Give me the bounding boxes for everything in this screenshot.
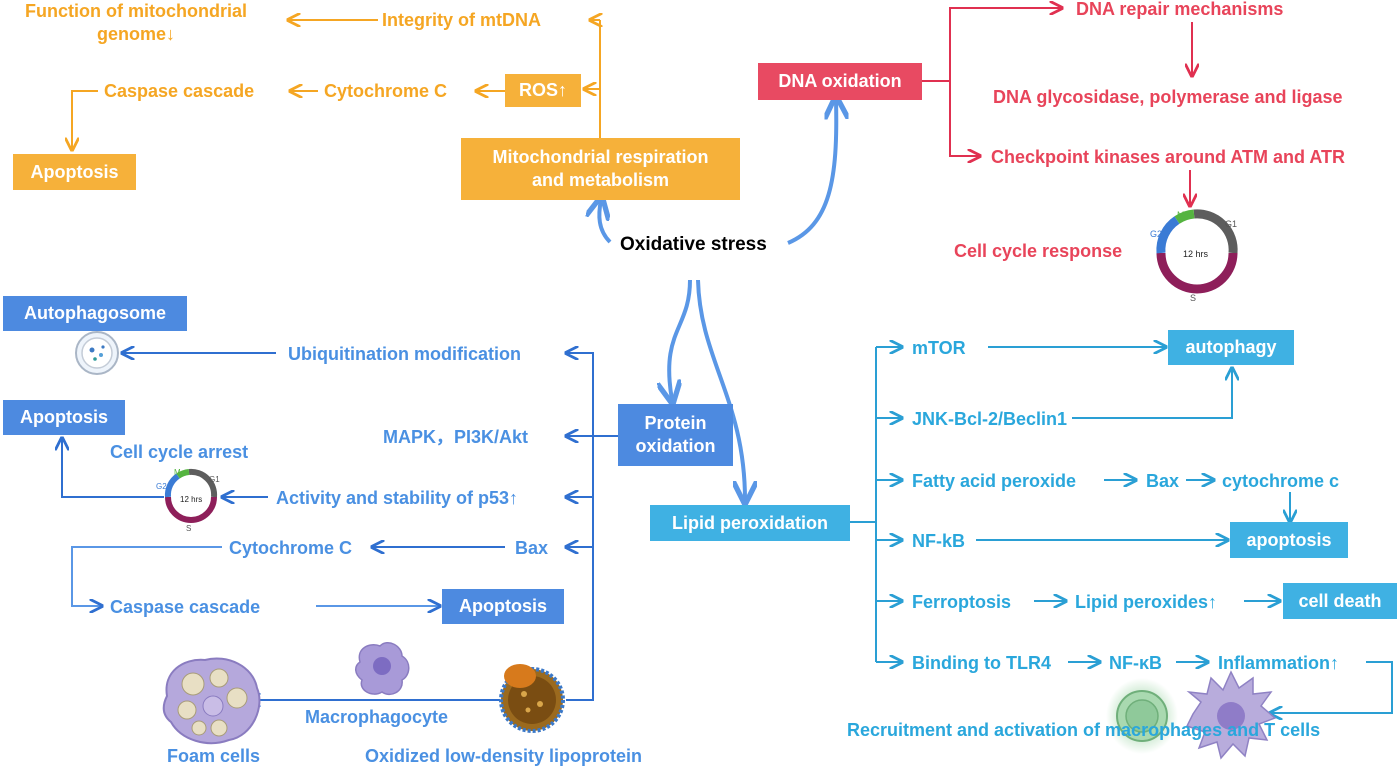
autophagy-box: autophagy <box>1168 330 1294 365</box>
mito-apoptosis-box: Apoptosis <box>13 154 136 190</box>
mtdna-label: Integrity of mtDNA <box>382 10 541 30</box>
cell-cycle-response-label: Cell cycle response <box>954 241 1123 261</box>
ros-box: ROS↑ <box>505 74 581 107</box>
lipid-connectors <box>850 347 1393 713</box>
lipid-peroxides-label: Lipid peroxides↑ <box>1075 592 1218 612</box>
lipid-apoptosis-box: apoptosis <box>1230 522 1348 558</box>
ubiquitination-label: Ubiquitination modification <box>288 344 521 364</box>
macrophage-icon <box>1185 670 1277 760</box>
arrow-to-mitochondria <box>599 200 610 244</box>
mtor-label: mTOR <box>912 338 966 358</box>
arrow-to-protein-oxidation <box>669 279 692 400</box>
oxidized-ldl-icon <box>499 664 565 733</box>
protein-bax-label: Bax <box>515 538 549 558</box>
cycle-small-m: M <box>174 468 181 477</box>
cycle-small-center: 12 hrs <box>180 495 203 504</box>
dna-enzymes-label: DNA glycosidase, polymerase and ligase <box>993 87 1343 107</box>
cell-cycle-arrest-label: Cell cycle arrest <box>110 442 249 462</box>
mito-caspase-label: Caspase cascade <box>104 81 255 101</box>
fatty-acid-label: Fatty acid peroxide <box>912 471 1077 491</box>
cell-cycle-icon-large <box>1156 209 1238 294</box>
dna-repair-label: DNA repair mechanisms <box>1076 0 1284 19</box>
cell-cycle-icon-small <box>164 468 218 523</box>
macrophagocyte-icon <box>355 642 410 696</box>
protein-connectors <box>62 353 618 700</box>
protein-oxidation-box: Protein oxidation <box>618 404 733 466</box>
foam-cells-label: Foam cells <box>167 746 261 766</box>
arrow-to-lipid-peroxidation <box>696 279 745 500</box>
autophagosome-box: Autophagosome <box>3 296 187 331</box>
mito-connectors <box>72 20 600 150</box>
protein-apoptosis-box-2: Apoptosis <box>442 589 564 624</box>
mito-genome-label: Function of mitochondrial genome↓ <box>25 1 247 44</box>
protein-cytc-label: Cytochrome C <box>229 538 353 558</box>
mito-source-box: Mitochondrial respiration and metabolism <box>461 138 740 200</box>
center-oxidative-stress: Oxidative stress <box>620 234 767 255</box>
nfkb2-label: NF-κB <box>1109 653 1163 673</box>
protein-apoptosis-box-1: Apoptosis <box>3 400 125 435</box>
lipid-peroxidation-box: Lipid peroxidation <box>650 505 850 541</box>
inflammation-label: Inflammation↑ <box>1218 653 1340 673</box>
cycle-large-s: S <box>1190 293 1197 303</box>
protein-caspase-label: Caspase cascade <box>110 597 261 617</box>
nfkb1-label: NF-kB <box>912 531 965 551</box>
p53-label: Activity and stability of p53↑ <box>276 488 519 508</box>
oxldl-label: Oxidized low-density lipoprotein <box>365 746 643 766</box>
cycle-large-g1: G1 <box>1225 219 1238 229</box>
t-cell-icon <box>1106 678 1178 754</box>
cycle-small-g1: G1 <box>209 475 220 484</box>
tlr4-label: Binding to TLR4 <box>912 653 1051 673</box>
macrophagocyte-label: Macrophagocyte <box>305 707 449 727</box>
cycle-small-g2: G2 <box>156 482 167 491</box>
mapk-label: MAPK，PI3K/Akt <box>383 427 529 447</box>
dna-connectors <box>922 8 1192 206</box>
cycle-small-s: S <box>186 524 192 533</box>
jnk-label: JNK-Bcl-2/Beclin1 <box>912 409 1068 429</box>
recruitment-label: Recruitment and activation of macrophage… <box>847 720 1321 740</box>
lipid-bax-label: Bax <box>1146 471 1180 491</box>
arrow-to-dna-oxidation <box>787 100 836 245</box>
cycle-large-center: 12 hrs <box>1183 249 1209 259</box>
cycle-large-m: M <box>1177 210 1185 220</box>
cell-death-box: cell death <box>1283 583 1397 619</box>
lipid-cytc-label: cytochrome c <box>1222 471 1340 491</box>
autophagosome-icon <box>75 331 119 375</box>
ferroptosis-label: Ferroptosis <box>912 592 1012 612</box>
foam-cell-icon <box>162 657 261 745</box>
checkpoint-label: Checkpoint kinases around ATM and ATR <box>991 147 1346 167</box>
cycle-large-g2: G2 <box>1150 229 1163 239</box>
dna-oxidation-box: DNA oxidation <box>758 63 922 100</box>
mito-cytc-label: Cytochrome C <box>324 81 448 101</box>
main-branch-arrows <box>599 100 836 500</box>
